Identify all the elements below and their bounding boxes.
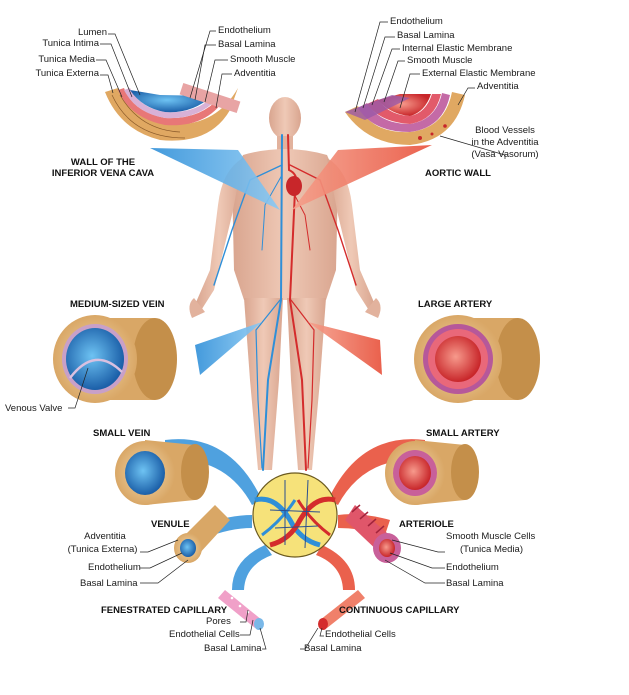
arteriole-heading: ARTERIOLE [399,519,454,530]
label-fenestrated-basal-lamina: Basal Lamina [204,643,262,654]
fenestrated-capillary-heading: FENESTRATED CAPILLARY [101,605,228,616]
label-smooth-muscle-cells: Smooth Muscle Cells [446,531,536,542]
small-vein-heading: SMALL VEIN [93,428,151,439]
label-ivc-endothelium: Endothelium [218,25,271,36]
continuous-capillary-heading: CONTINUOUS CAPILLARY [339,605,460,616]
arteriole-illustration [345,504,401,563]
label-aorta-endothelium: Endothelium [390,16,443,27]
label-venous-valve: Venous Valve [5,403,63,414]
label-ivc-smooth-muscle: Smooth Muscle [230,54,296,65]
aortic-wall-illustration [345,92,465,145]
label-lumen: Lumen [77,27,107,38]
label-aorta-basal-lamina: Basal Lamina [397,30,455,41]
label-tunica-intima: Tunica Intima [42,38,99,49]
body-vessels [213,134,357,471]
label-external-elastic-membrane: External Elastic Membrane [422,68,536,79]
small-artery-heading: SMALL ARTERY [426,428,500,439]
label-continuous-basal-lamina: Basal Lamina [304,643,362,654]
small-artery-illustration [385,440,479,505]
arrows [150,145,432,590]
label-tunica-externa: Tunica Externa [35,68,99,79]
venule-heading: VENULE [151,519,190,530]
label-aorta-smooth-muscle: Smooth Muscle [407,55,473,66]
label-ivc-adventitia: Adventitia [234,68,276,79]
label-ivc-basal-lamina: Basal Lamina [218,39,276,50]
label-pores: Pores [206,616,231,627]
continuous-capillary-illustration [318,590,365,630]
label-internal-elastic-membrane: Internal Elastic Membrane [402,43,513,54]
small-vein-illustration [115,440,209,505]
label-arteriole-tunica-media: (Tunica Media) [460,544,524,555]
large-artery-heading: LARGE ARTERY [418,299,493,310]
label-fenestrated-endothelial-cells: Endothelial Cells [169,629,240,640]
venule-illustration [174,505,230,563]
label-arteriole-endothelium: Endothelium [446,562,499,573]
ivc-heading-line2: INFERIOR VENA CAVA [51,168,155,179]
large-artery-illustration [414,315,540,403]
label-blood-vessels-2: in the Adventitia [471,137,539,148]
aortic-wall-heading: AORTIC WALL [425,168,491,179]
label-blood-vessels-1: Blood Vessels [475,125,535,136]
label-tunica-media: Tunica Media [38,54,95,65]
medium-vein-heading: MEDIUM-SIZED VEIN [70,299,165,310]
ivc-heading-line1: WALL OF THE [70,157,136,168]
leader-lines [68,21,506,650]
label-venule-basal-lamina: Basal Lamina [80,578,138,589]
ivc-wall-illustration [105,83,241,141]
label-vasa-vasorum: (Vasa Vasorum) [471,149,539,160]
label-aorta-adventitia: Adventitia [477,81,519,92]
fenestrated-capillary-illustration [218,590,264,630]
label-venule-tunica-externa: (Tunica Externa) [67,544,138,555]
label-venule-adventitia: Adventitia [84,531,126,542]
label-continuous-endothelial-cells: Endothelial Cells [325,629,396,640]
label-venule-endothelium: Endothelium [88,562,141,573]
label-arteriole-basal-lamina: Basal Lamina [446,578,504,589]
medium-vein-illustration [53,315,177,403]
capillary-bed [252,472,338,558]
